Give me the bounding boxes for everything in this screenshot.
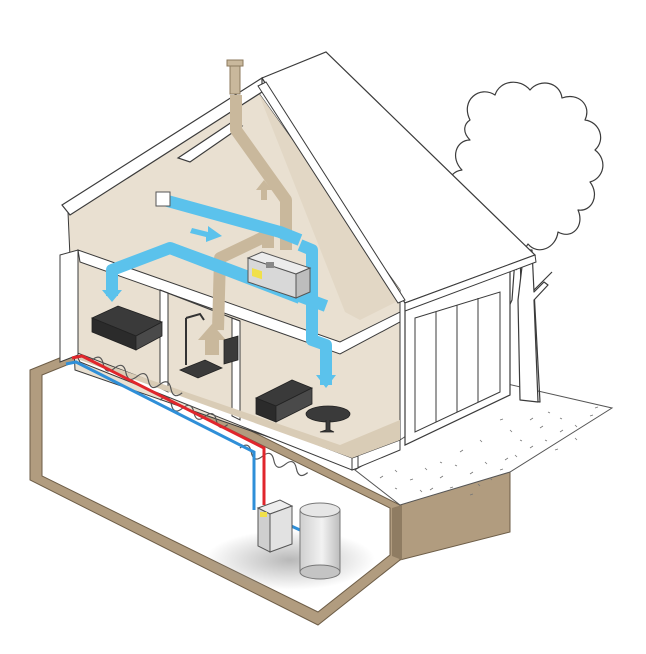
arrow-right-icon <box>190 226 222 242</box>
pipe-hot <box>71 354 266 505</box>
gravel-speckles <box>379 406 599 496</box>
exhaust-duct-lower <box>212 229 274 331</box>
sink-unit <box>223 335 239 365</box>
underfloor-heating <box>65 354 309 532</box>
shower <box>178 312 223 379</box>
pipe-cold <box>65 360 256 510</box>
wall-vent-grille <box>155 191 171 207</box>
ventilation-unit <box>246 251 312 299</box>
coffee-table <box>305 405 351 433</box>
supply-duct-attic <box>162 194 303 246</box>
arrow-down-icon <box>102 280 122 302</box>
roof-ridge-cap <box>257 81 406 304</box>
interior-side-wall <box>258 92 400 320</box>
arrow-up-icon <box>198 324 226 355</box>
bed <box>90 305 163 351</box>
heat-pump <box>256 499 294 553</box>
exhaust-duct-roof <box>230 95 292 250</box>
arrow-up-icon <box>256 180 272 200</box>
hot-water-tank <box>299 502 341 580</box>
ground-floor-plane <box>78 355 400 458</box>
sofa <box>255 379 313 423</box>
chimney-icon <box>226 59 244 95</box>
house-body <box>59 51 537 471</box>
furniture <box>90 305 351 433</box>
ground-right-face <box>392 505 402 560</box>
arrow-down-icon <box>316 365 336 388</box>
arrows <box>102 180 336 388</box>
attic-floor-slab <box>77 249 401 355</box>
roof-right-edge <box>404 254 537 312</box>
patio-doors <box>414 291 501 433</box>
